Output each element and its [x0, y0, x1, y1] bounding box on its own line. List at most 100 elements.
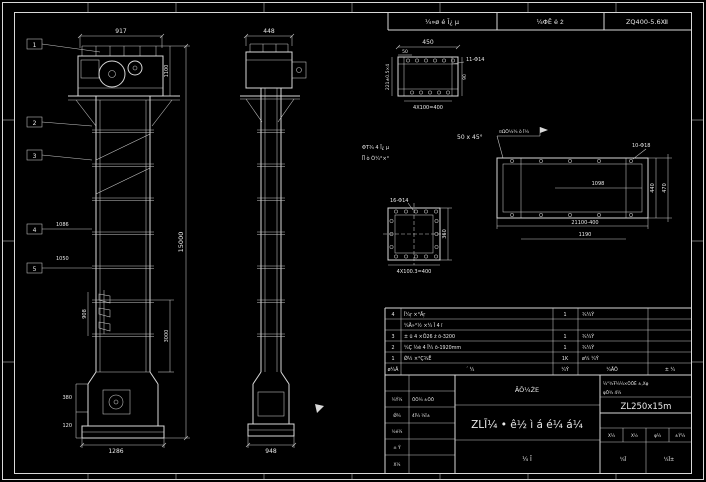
dim-text-380: 380: [62, 395, 72, 401]
section-mark: [315, 404, 324, 413]
dim-text-3000: 3000: [164, 330, 170, 343]
header-table: ¼»ø é Ī¿ µ ¼ΦĒ ė ż ZQ400-5.6Ⅻ: [387, 12, 692, 31]
dim-total-height: 15000: [156, 43, 190, 441]
bom-name: ± ū 4 ×Ō26 ż ō-3200: [404, 333, 455, 340]
weld-flag-icon: [540, 127, 548, 133]
bom-qty: 1: [563, 312, 566, 318]
balloon-3-label: 3: [33, 153, 37, 160]
sheet-grid: X¼ X½ φ¼ ±Ý¼ ¼Ī ¼Ī±: [608, 433, 685, 463]
side-drive-motor: [291, 61, 307, 79]
balloon-2-label: 2: [33, 120, 37, 127]
side-head-housing: [245, 51, 293, 89]
bom-qty: 1: [563, 334, 566, 340]
dim-top-width: 917: [77, 28, 165, 48]
grid-header-cell: φ¼: [654, 433, 661, 438]
dim-text-1190: 1190: [579, 232, 592, 238]
sign-value: 4Ī¼ ¼Ī±: [412, 413, 431, 418]
plate-body: [496, 157, 649, 219]
dim-text-948: 948: [265, 448, 277, 455]
bom-material: ¾¼Ý: [582, 311, 594, 318]
bom-no: 4: [391, 312, 394, 318]
head-pulley: [98, 60, 126, 88]
weld-note: 50 x 45° ¤ΩŌ¼¾ ò Ī¼: [457, 127, 548, 159]
channel-detail: 450 50 11-Φ14 221±0.5×4 90 4X100=400: [385, 39, 484, 111]
weld-flag-text: ¤ΩŌ¼¾ ò Ī¼: [499, 128, 530, 135]
dim-text-1050: 1050: [56, 256, 69, 262]
bom-header-row: ø¼Ā ´ ¼ ¼Ý ¼ĀŌ ± ¼: [388, 366, 676, 373]
head-housing: [77, 55, 164, 97]
bom-row-2: ¼Ä»°½ ×¼ Ī 4 ī: [404, 322, 443, 329]
sign-label: Ǿ¼: [393, 413, 400, 418]
signature-rows: ¼Ý¼ ŌŌ¼ ±ŌŌ Ǿ¼ 4Ī¼ ¼Ī± ½ė¼ ± Ý X¼: [392, 397, 435, 467]
sign-value: ŌŌ¼ ±ŌŌ: [412, 397, 435, 402]
balloon-4-label: 4: [33, 227, 37, 234]
bom-name: Ī¼ŗ ×°Äŗ: [404, 311, 425, 318]
header-cell-2: ¼ΦĒ ė ż: [536, 17, 564, 26]
dim-side-bottom: 948: [245, 436, 297, 455]
dim-text-1100: 1100: [164, 65, 170, 78]
bom-material: ¾¼Ý: [582, 333, 594, 340]
front-view: 917: [26, 28, 190, 455]
side-view: 448: [240, 28, 324, 455]
grid-cell: ¼Ī: [620, 456, 627, 463]
channel-body: [397, 56, 459, 97]
header-cell-3: ZQ400-5.6Ⅻ: [626, 18, 668, 26]
dim-text-channel-spacing: 4X100=400: [413, 105, 443, 111]
bom-name: ¼Ç ½ė 4 Ī¼ ō-1920mm: [404, 344, 461, 351]
dim-text-1086: 1086: [56, 222, 69, 228]
dim-channel-width: 450: [395, 39, 461, 50]
plate-detail: ΦΤ¾ 4 Ī¿ µ ĪĪ ò Ò¼°×° 10-Φ18 1098 21100-…: [362, 143, 672, 240]
bom-no: 1: [391, 356, 394, 362]
side-boot: [247, 371, 295, 437]
sign-label: ½ė¼: [392, 429, 403, 434]
inspection-door: [102, 389, 131, 415]
dim-text-448: 448: [263, 28, 275, 35]
dim-text-440: 440: [650, 183, 656, 193]
bom-header-note: ± ¼: [665, 367, 676, 373]
dim-section-height: 3000: [154, 299, 174, 373]
dim-text-channel-left: 221±0.5×4: [385, 64, 391, 90]
side-casing-flanges: [257, 129, 285, 337]
company-name: ĀŌ¼ŻΕ: [515, 385, 539, 394]
sign-label: ± Ý: [393, 445, 401, 450]
dim-text-917: 917: [115, 28, 127, 35]
dim-text-90: 90: [462, 74, 468, 80]
balloon-1-label: 1: [33, 42, 37, 49]
holes-label-11: 11-Φ14: [466, 57, 484, 63]
dim-bucket-pitch: 908: [82, 292, 89, 336]
tech-note-1: ¼°¾Ŧ¼¼×ŌŌĒ ±,Xφ: [603, 381, 649, 386]
bom-header-no: ø¼Ā: [388, 366, 400, 373]
dim-side-top: 448: [243, 28, 295, 46]
bom-no: 3: [391, 334, 394, 340]
grid-header-cell: X½: [631, 433, 638, 438]
dim-base-width: 1286: [79, 438, 167, 455]
dim-text-flange-spacing: 4X100.3=400: [397, 269, 432, 275]
bom-header-qty: ¼Ý: [561, 366, 569, 373]
bom-row-1: 4 Ī¼ŗ ×°Äŗ 1 ¾¼Ý: [391, 311, 594, 318]
bom-material: ø¼ ¼Ý: [582, 355, 599, 362]
boot-section: [81, 371, 165, 439]
tech-note-2: φŌ¾ 4¼: [603, 390, 621, 395]
title-block: ĀŌ¼ŻΕ ¼°¾Ŧ¼¼×ŌŌĒ ±,Xφ φŌ¾ 4¼ ZL250x15m Z…: [385, 375, 692, 474]
balloon-3: 3: [26, 149, 93, 161]
balloon-2: 2: [26, 116, 93, 128]
chamfer-note: 50 x 45°: [457, 134, 483, 141]
bom-header-name: ´ ¼: [466, 367, 475, 373]
dim-text-120: 120: [62, 423, 72, 429]
grid-header-cell: X¼: [608, 433, 615, 438]
bom-name: Ǿ½ ×°Ç¾Ē: [404, 355, 431, 362]
bom-row-5: 1 Ǿ½ ×°Ç¾Ē 1K ø¼ ¼Ý: [391, 355, 598, 362]
dim-text-360: 360: [442, 229, 448, 239]
grid-cell: ¼Ī±: [664, 456, 675, 463]
flange-detail: 16-Φ14 360 4X100.3=400: [383, 198, 452, 275]
sheet-count-label: ¼ Ī: [522, 456, 532, 463]
bom-name: ¼Ä»°½ ×¼ Ī 4 ī: [404, 322, 443, 329]
bom-material: ¾¼Ý: [582, 344, 594, 351]
grid-header-cell: ±Ý¼: [675, 433, 685, 438]
drive-pulley: [127, 60, 143, 76]
sign-label: ¼Ý¼: [392, 397, 403, 402]
drawing-title: ZLĪ¼ • ê½ ì á é¼ á¼: [471, 418, 583, 431]
